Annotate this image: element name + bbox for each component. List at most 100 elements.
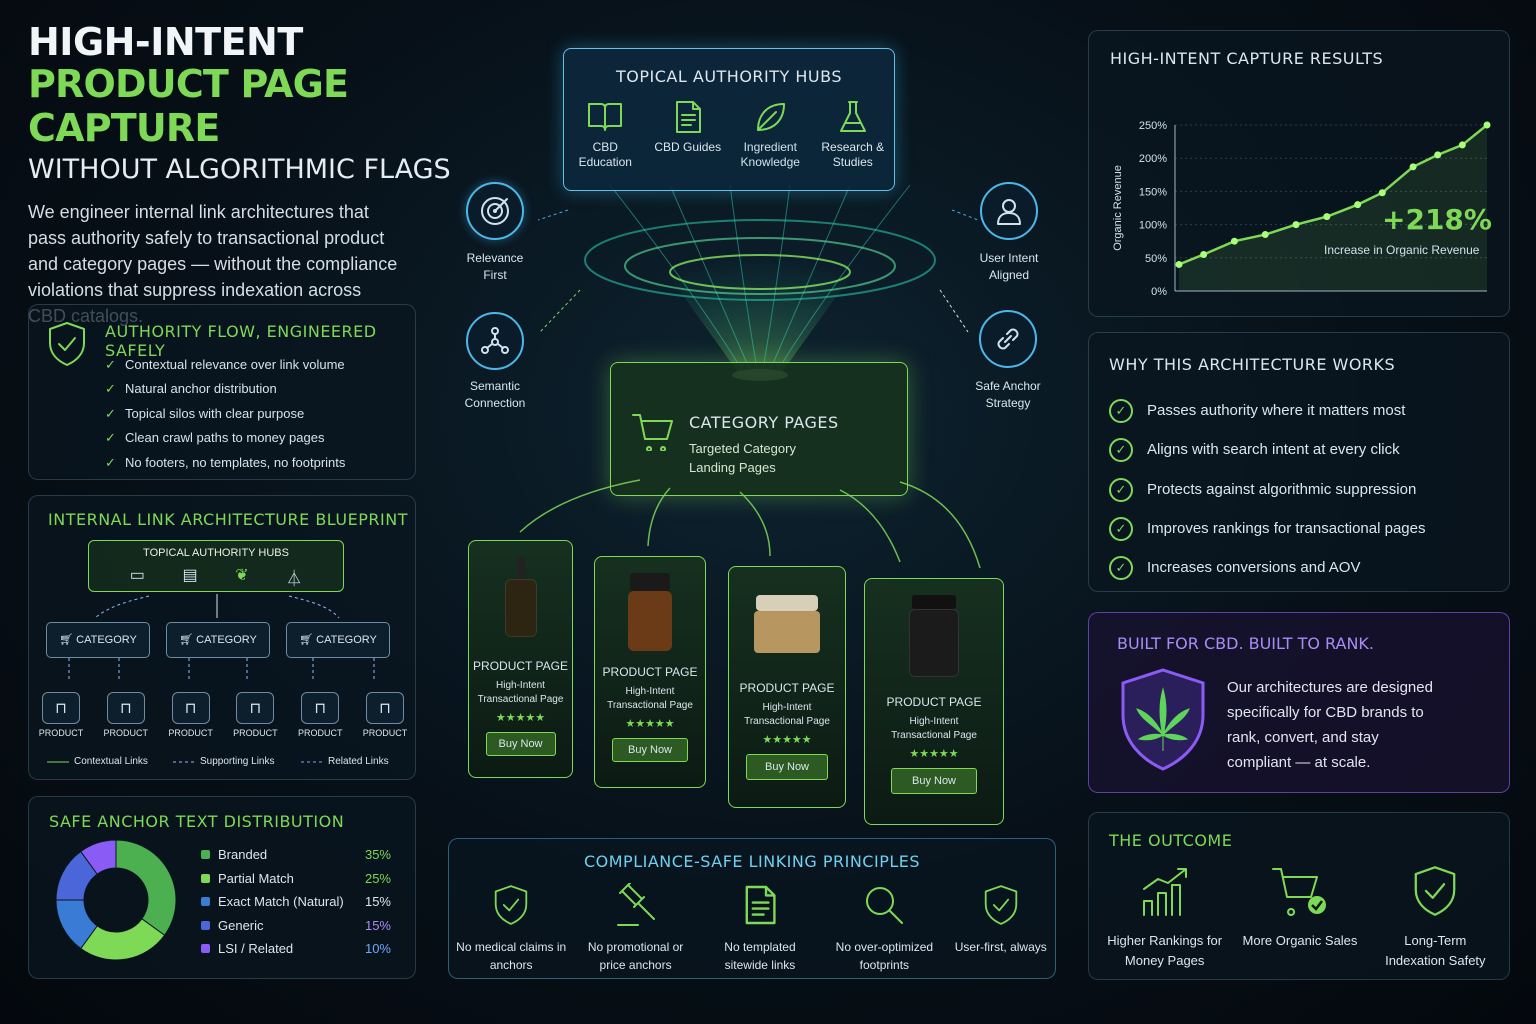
gavel-icon xyxy=(616,882,655,926)
blueprint-connectors xyxy=(47,594,375,763)
product-title: PRODUCT PAGE xyxy=(739,681,835,695)
star-rating: ★★★★★ xyxy=(909,748,959,760)
blueprint-product: ⊓PRODUCT xyxy=(102,692,150,738)
product-image-capsules xyxy=(627,573,673,655)
product-card[interactable]: PRODUCT PAGE High-Intent Transactional P… xyxy=(864,578,1004,825)
blueprint-hub: TOPICAL AUTHORITY HUBS ▭▤❦⏃ xyxy=(88,540,344,592)
data-point xyxy=(1354,201,1362,209)
results-title: HIGH-INTENT CAPTURE RESULTS xyxy=(1110,49,1384,68)
topical-hubs-box: TOPICAL AUTHORITY HUBS CBD Education CBD… xyxy=(563,48,895,191)
outcome-items: Higher Rankings for Money Pages More Org… xyxy=(1097,865,1503,971)
product-card[interactable]: PRODUCT PAGE High-Intent Transactional P… xyxy=(728,566,846,808)
revenue-line-chart: 0%50%100%150%200%250%Month 1Month 2Month… xyxy=(1112,120,1491,298)
document-icon xyxy=(675,101,701,133)
star-rating: ★★★★★ xyxy=(625,718,675,730)
bag-icon: ⊓ xyxy=(365,692,404,724)
authority-item: ✓No footers, no templates, no footprints xyxy=(105,454,346,470)
legend-swatch xyxy=(201,920,210,930)
cart-icon: 🛒︎ xyxy=(59,634,77,646)
outcome-item: Higher Rankings for Money Pages xyxy=(1103,865,1227,971)
product-card[interactable]: PRODUCT PAGE High-Intent Transactional P… xyxy=(594,556,706,788)
document-icon: ▤ xyxy=(182,567,198,584)
shield-check-icon xyxy=(49,322,85,366)
data-point xyxy=(1378,189,1386,197)
y-axis-label: Organic Revenue xyxy=(1112,165,1124,251)
bar-chart-icon xyxy=(1142,868,1187,916)
product-title: PRODUCT PAGE xyxy=(473,659,568,673)
data-point xyxy=(1323,213,1331,221)
category-pages-box: CATEGORY PAGES Targeted Category Landing… xyxy=(610,362,908,496)
legend-swatch xyxy=(201,873,210,883)
link-icon xyxy=(979,310,1037,368)
hero-header: HIGH-INTENT PRODUCT PAGE CAPTURE WITHOUT… xyxy=(28,20,498,329)
outcome-item: Long-Term Indexation Safety xyxy=(1373,865,1497,971)
data-point xyxy=(1292,221,1300,229)
built-text: Our architectures are designed specifica… xyxy=(1227,679,1433,771)
category-to-product-arrows xyxy=(519,479,981,569)
flask-icon xyxy=(839,101,866,132)
buy-now-button[interactable]: Buy Now xyxy=(891,768,977,794)
data-point xyxy=(1434,151,1442,159)
hub-item: Ingredient Knowledge xyxy=(730,100,810,170)
data-point xyxy=(1230,237,1238,245)
authority-item: ✓Clean crawl paths to money pages xyxy=(105,430,325,446)
donut-slice xyxy=(80,839,117,875)
star-rating: ★★★★★ xyxy=(762,734,812,746)
shield-check-icon xyxy=(494,885,528,925)
buy-now-button[interactable]: Buy Now xyxy=(485,732,556,756)
product-card[interactable]: PRODUCT PAGE High-Intent Transactional P… xyxy=(468,540,573,778)
built-title: BUILT FOR CBD. BUILT TO RANK. xyxy=(1117,634,1375,653)
shield-check-icon xyxy=(984,885,1017,925)
product-image-bottle xyxy=(909,595,959,679)
blueprint-title: INTERNAL LINK ARCHITECTURE BLUEPRINT xyxy=(48,510,408,529)
results-stat-label: Increase in Organic Revenue xyxy=(1324,243,1480,257)
y-tick-label: 0% xyxy=(1151,286,1167,298)
results-stat: +218% xyxy=(1382,203,1492,236)
product-image-dropper xyxy=(504,557,538,643)
blueprint-products: ⊓PRODUCT ⊓PRODUCT ⊓PRODUCT ⊓PRODUCT ⊓PRO… xyxy=(37,692,409,738)
y-tick-label: 100% xyxy=(1139,220,1167,232)
compliance-item: No promotional or price anchors xyxy=(580,882,692,974)
check-circle-icon: ✓ xyxy=(1109,438,1133,463)
why-item: ✓Improves rankings for transactional pag… xyxy=(1109,509,1425,548)
topical-hubs-title: TOPICAL AUTHORITY HUBS xyxy=(616,67,842,86)
blueprint-product: ⊓PRODUCT xyxy=(37,692,85,738)
product-image-jar xyxy=(754,595,820,657)
product-subtitle: High-Intent Transactional Page xyxy=(744,702,830,727)
buy-now-button[interactable]: Buy Now xyxy=(612,738,688,762)
hub-item: CBD Guides xyxy=(648,100,728,170)
blueprint-product: ⊓PRODUCT xyxy=(167,692,215,738)
feature-semantic: Semantic Connection xyxy=(458,312,532,412)
outcome-item: More Organic Sales xyxy=(1238,865,1362,971)
product-subtitle: High-Intent Transactional Page xyxy=(891,716,977,741)
blueprint-product: ⊓PRODUCT xyxy=(361,692,409,738)
network-icon xyxy=(466,312,524,370)
legend-contextual: Contextual Links xyxy=(74,756,148,767)
y-tick-label: 50% xyxy=(1145,253,1167,265)
compliance-item: No medical claims in anchors xyxy=(455,883,567,974)
check-circle-icon: ✓ xyxy=(1109,556,1133,581)
why-panel: WHY THIS ARCHITECTURE WORKS ✓Passes auth… xyxy=(1088,332,1510,592)
series-line xyxy=(1178,124,1488,266)
intro-paragraph: We engineer internal link architectures … xyxy=(28,202,398,326)
magnifier-icon xyxy=(866,887,904,924)
why-title: WHY THIS ARCHITECTURE WORKS xyxy=(1109,355,1396,374)
donut-slice xyxy=(115,839,177,936)
flask-icon: ⏃ xyxy=(286,571,303,588)
blueprint-category: 🛒︎ CATEGORY xyxy=(286,622,390,658)
hub-item: CBD Education xyxy=(565,100,645,170)
compliance-title: COMPLIANCE-SAFE LINKING PRINCIPLES xyxy=(583,852,921,871)
blueprint-product: ⊓PRODUCT xyxy=(296,692,344,738)
y-tick-label: 250% xyxy=(1139,120,1167,132)
data-point xyxy=(1175,260,1183,268)
bag-icon: ⊓ xyxy=(301,692,340,724)
cannabis-shield-icon xyxy=(1121,668,1205,771)
bag-icon: ⊓ xyxy=(42,692,80,724)
buy-now-button[interactable]: Buy Now xyxy=(746,754,828,780)
why-item: ✓Passes authority where it matters most xyxy=(1109,391,1425,430)
blueprint-hub-label: TOPICAL AUTHORITY HUBS xyxy=(143,547,289,559)
